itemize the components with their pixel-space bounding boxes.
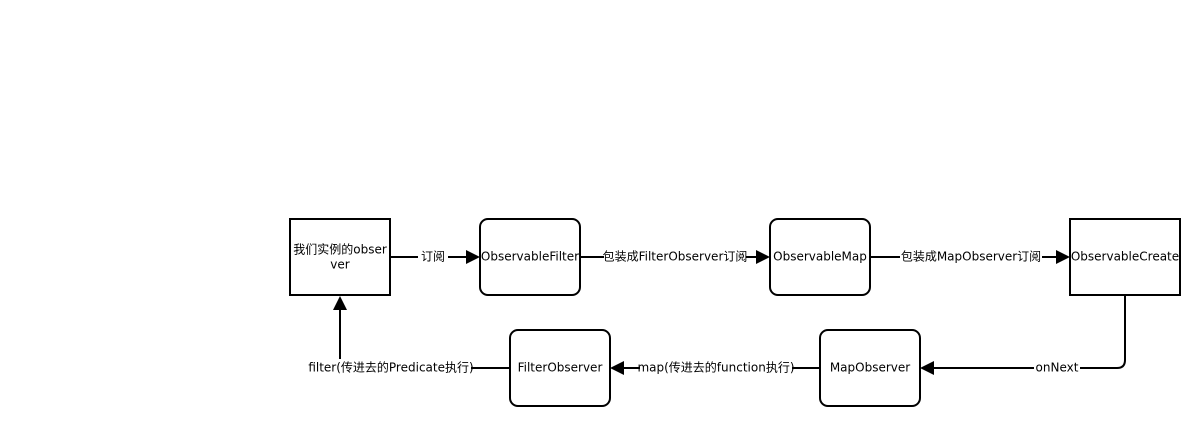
edge-label-wrap-map-observer: 包装成MapObserver订阅 [901, 250, 1041, 264]
node-observable-create: ObservableCreate [1069, 218, 1181, 296]
node-observable-filter-label: ObservableFilter [481, 250, 579, 264]
edge-map-call: map(传进去的function执行) [610, 359, 820, 377]
edge-label-on-next: onNext [1036, 361, 1079, 375]
arrowhead-right [466, 250, 480, 264]
edge-subscribe: 订阅 [390, 248, 480, 266]
node-map-observer: MapObserver [819, 329, 921, 407]
node-observable-filter: ObservableFilter [479, 218, 581, 296]
node-filter-observer-label: FilterObserver [518, 361, 603, 375]
node-map-observer-label: MapObserver [830, 361, 910, 375]
arrowhead-left [920, 361, 934, 375]
node-observer-label-line2: ver [330, 258, 349, 272]
node-observer: 我们实例的obser ver [289, 218, 391, 296]
arrowhead-right [1056, 250, 1070, 264]
node-filter-observer: FilterObserver [509, 329, 611, 407]
edge-label-map-call: map(传进去的function执行) [637, 360, 794, 375]
edge-wrap-filter-observer: 包装成FilterObserver订阅 [580, 248, 770, 266]
node-observable-map-label: ObservableMap [773, 250, 867, 264]
node-observer-label-line1: 我们实例的obser [293, 242, 387, 257]
edge-label-subscribe: 订阅 [421, 250, 445, 264]
node-observable-create-label: ObservableCreate [1071, 250, 1179, 264]
edge-on-next: onNext [920, 295, 1126, 377]
arrowhead-right [756, 250, 770, 264]
edge-filter-call: filter(传进去的Predicate执行) [308, 296, 510, 377]
edge-wrap-map-observer: 包装成MapObserver订阅 [870, 248, 1070, 266]
edge-label-filter-call: filter(传进去的Predicate执行) [308, 360, 473, 375]
edge-label-wrap-filter-observer: 包装成FilterObserver订阅 [603, 250, 748, 264]
arrowhead-left [610, 361, 624, 375]
node-observable-map: ObservableMap [769, 218, 871, 296]
arrowhead-up [333, 296, 347, 310]
